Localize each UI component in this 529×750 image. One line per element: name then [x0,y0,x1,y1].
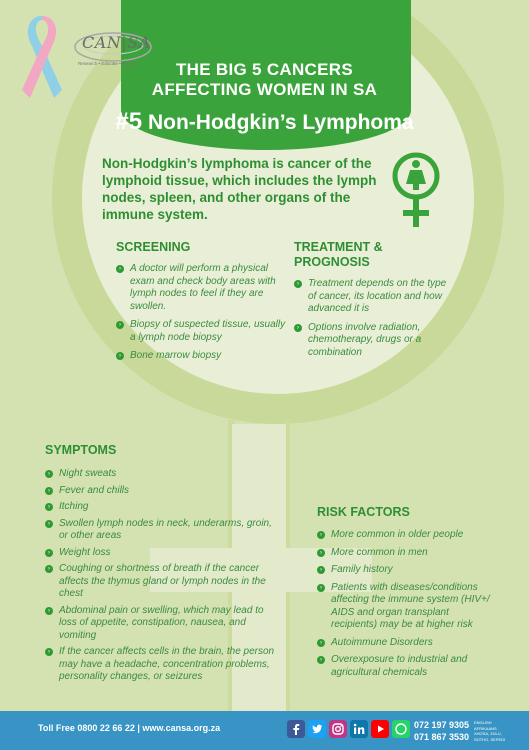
list-item: ›Biopsy of suspected tissue, usually a l… [116,319,288,344]
header-subject: #5 Non-Hodgkin’s Lymphoma [0,108,529,136]
list-item: ›Options involve radiation, chemotherapy… [294,322,454,360]
logo-tagline: Research • Educate • Support [78,61,138,66]
arrow-bullet-icon: › [294,323,302,332]
whatsapp-icon[interactable] [392,720,410,738]
symptoms-list: ›Night sweats ›Fever and chills ›Itching… [45,468,275,684]
arrow-bullet-icon: › [116,352,124,360]
treatment-heading: TREATMENT & PROGNOSIS [294,240,383,269]
arrow-bullet-icon: › [45,565,53,573]
header-title-line2: AFFECTING WOMEN IN SA [151,80,378,99]
list-item: ›Autoimmune Disorders [317,637,497,650]
arrow-bullet-icon: › [294,280,302,288]
header-subject-name: Non-Hodgkin’s Lymphoma [147,111,414,134]
risk-factors-section: RISK FACTORS ›More common in older peopl… [317,505,497,684]
list-item: ›A doctor will perform a physical exam a… [116,263,288,313]
arrow-bullet-icon: › [45,548,53,557]
list-item: ›If the cancer affects cells in the brai… [45,646,275,684]
arrow-bullet-icon: › [317,638,325,647]
phone-number-2[interactable]: 071 867 3530 [414,732,470,742]
phone-numbers: 072 197 9305 071 867 3530 [414,719,469,743]
list-item: ›More common in older people [317,529,497,542]
arrow-bullet-icon: › [45,470,53,478]
list-item: ›Itching [45,501,275,514]
treatment-section: TREATMENT & PROGNOSIS ›Treatment depends… [294,240,454,365]
list-item: ›Weight loss [45,547,275,560]
arrow-bullet-icon: › [45,519,53,528]
arrow-bullet-icon: › [317,548,325,557]
footer-contact: Toll Free 0800 22 66 22 | www.cansa.org.… [38,723,221,733]
linkedin-icon[interactable] [350,720,368,738]
screening-list: ›A doctor will perform a physical exam a… [116,263,288,363]
logo-text: CAN|SA [82,33,151,52]
list-item: ›Fever and chills [45,485,275,498]
treatment-list: ›Treatment depends on the type of cancer… [294,278,454,359]
youtube-icon[interactable] [371,720,389,738]
list-item: ›Abdominal pain or swelling, which may l… [45,605,275,643]
phone-number-1[interactable]: 072 197 9305 [414,720,470,730]
list-item: ›Patients with diseases/conditions affec… [317,582,497,632]
arrow-bullet-icon: › [317,583,325,592]
header-title-line1: THE BIG 5 CANCERS [175,60,353,79]
risk-factors-list: ›More common in older people ›More commo… [317,529,497,679]
list-item: ›Bone marrow biopsy [116,350,288,363]
arrow-bullet-icon: › [45,486,53,495]
arrow-bullet-icon: › [45,648,53,656]
female-symbol-background-bar [150,548,372,592]
pink-blue-ribbon-icon [22,16,62,98]
arrow-bullet-icon: › [45,503,53,511]
arrow-bullet-icon: › [116,265,124,273]
arrow-bullet-icon: › [45,606,53,615]
screening-section: SCREENING ›A doctor will perform a physi… [116,240,288,369]
arrow-bullet-icon: › [317,566,325,574]
list-item: ›Family history [317,564,497,577]
symptoms-heading: SYMPTOMS [45,443,117,457]
footer: Toll Free 0800 22 66 22 | www.cansa.org.… [0,711,529,750]
list-item: ›More common in men [317,547,497,560]
facebook-icon[interactable] [287,720,305,738]
twitter-icon[interactable] [308,720,326,738]
risk-factors-heading: RISK FACTORS [317,505,410,519]
screening-heading: SCREENING [116,240,191,254]
header-number: #5 [115,108,143,135]
intro-text: Non-Hodgkin’s lymphoma is cancer of the … [102,156,377,222]
instagram-icon[interactable] [329,720,347,738]
arrow-bullet-icon: › [116,321,124,329]
header-banner [121,0,411,150]
female-symbol-icon [392,152,440,227]
list-item: ›Coughing or shortness of breath if the … [45,563,275,601]
list-item: ›Night sweats [45,468,275,481]
arrow-bullet-icon: › [317,531,325,539]
symptoms-section: SYMPTOMS ›Night sweats ›Fever and chills… [45,443,275,688]
list-item: ›Overexposure to industrial and agricult… [317,654,497,679]
arrow-bullet-icon: › [317,656,325,664]
phone-language-notes: ENGLISH AFRIKAANS XHOSA, ZULU, SOTHO, SE… [474,720,506,742]
list-item: ›Treatment depends on the type of cancer… [294,278,454,316]
list-item: ›Swollen lymph nodes in neck, underarms,… [45,518,275,543]
cansa-logo [74,32,152,62]
